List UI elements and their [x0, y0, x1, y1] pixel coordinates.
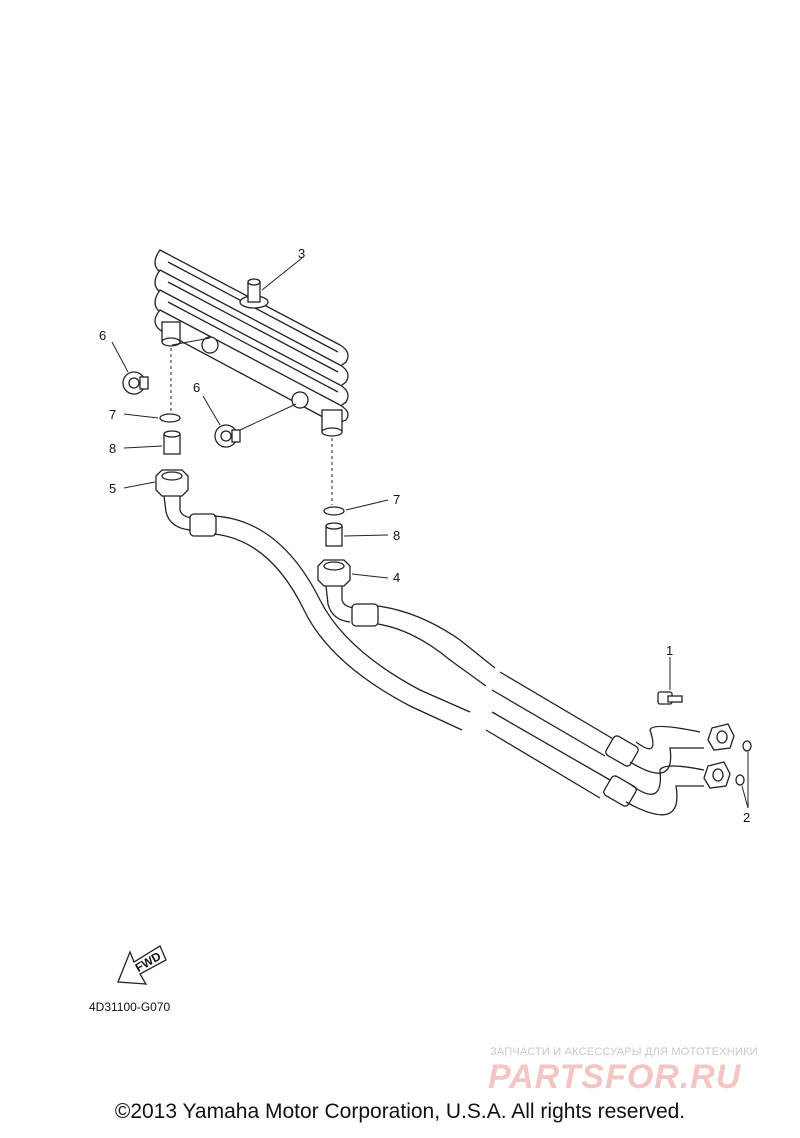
bolt — [657, 691, 683, 705]
callout-5: 5 — [109, 481, 116, 496]
callout-6: 6 — [193, 380, 200, 395]
oil-cooler — [154, 249, 349, 437]
grommet-center — [214, 424, 241, 448]
o-ring-2-lower — [735, 774, 745, 786]
copyright-notice: ©2013 Yamaha Motor Corporation, U.S.A. A… — [114, 1100, 686, 1123]
pipe-fitting-lower — [703, 761, 731, 789]
callout-6: 6 — [99, 328, 106, 343]
pipe-fitting-upper — [707, 723, 735, 751]
watermark-tagline: ЗАПЧАСТИ И АКСЕССУАРЫ ДЛЯ МОТОТЕХНИКИ — [490, 1046, 758, 1058]
o-ring-left — [159, 413, 181, 423]
diagram-code: 4D31100-G070 — [89, 1000, 170, 1014]
oil-hose-assembly — [189, 513, 735, 816]
o-ring-right — [323, 506, 345, 516]
collar-right — [325, 522, 343, 547]
callout-2: 2 — [743, 810, 750, 825]
grommet-left — [122, 371, 149, 395]
callout-3: 3 — [298, 246, 305, 261]
callout-7: 7 — [393, 492, 400, 507]
callout-8: 8 — [393, 528, 400, 543]
fwd-arrow-icon: FWD — [117, 945, 167, 985]
watermark-logo: PARTSFOR.RU — [488, 1058, 742, 1096]
hose-fitting-4 — [317, 559, 359, 623]
callout-8: 8 — [109, 441, 116, 456]
callout-1: 1 — [666, 643, 673, 658]
callout-4: 4 — [393, 570, 400, 585]
o-ring-2-upper — [742, 740, 752, 752]
callout-7: 7 — [109, 407, 116, 422]
hose-fitting-5 — [155, 469, 197, 531]
collar-left — [163, 430, 181, 455]
